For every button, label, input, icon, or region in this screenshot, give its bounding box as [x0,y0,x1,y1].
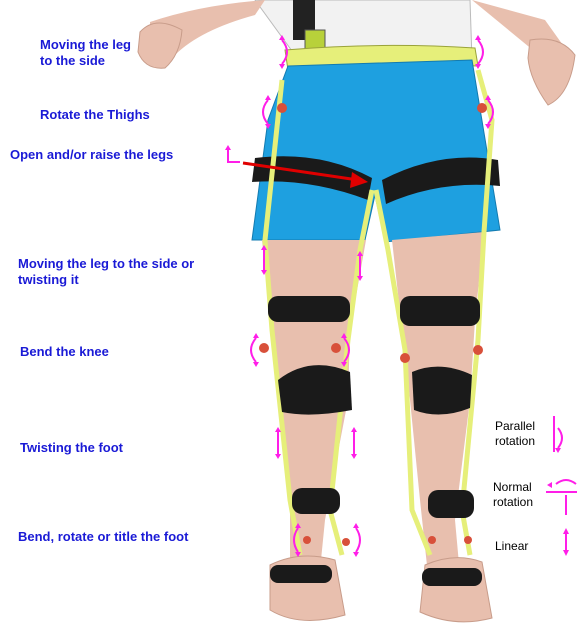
label-bend-knee: Bend the knee [20,344,109,360]
label-line: Moving the leg [40,37,131,53]
label-twisting-foot: Twisting the foot [20,440,123,456]
legend-icons [546,416,577,556]
label-rotate-thighs: Rotate the Thighs [40,107,150,123]
label-moving-twisting: Moving the leg to the side or twisting i… [18,256,194,288]
right-hand [528,39,575,105]
right-foot [420,558,492,622]
legend-line: Normal [493,480,533,495]
label-open-raise-legs: Open and/or raise the legs [10,147,173,163]
shorts [252,60,500,242]
legend-parallel-rotation: Parallel rotation [495,419,535,449]
legend-line: rotation [493,495,533,510]
linear-icon [563,528,569,556]
parallel-rotation-icon [554,416,562,453]
label-line: to the side [40,53,131,69]
label-line: twisting it [18,272,194,288]
legend-line: Parallel [495,419,535,434]
legend-normal-rotation: Normal rotation [493,480,533,510]
left-hand [138,23,182,68]
legend-linear: Linear [495,539,528,554]
normal-rotation-icon [546,480,577,515]
label-bend-rotate-foot: Bend, rotate or title the foot [18,529,188,545]
legend-line: rotation [495,434,535,449]
label-moving-leg-side: Moving the leg to the side [40,37,131,69]
label-line: Moving the leg to the side or [18,256,194,272]
